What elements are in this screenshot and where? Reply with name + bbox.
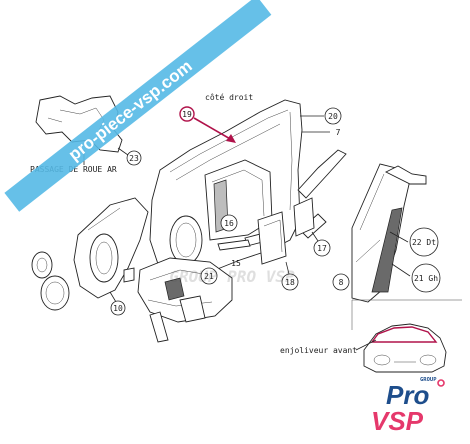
leader-18 bbox=[285, 261, 290, 275]
enjoliveur-label: enjoliveur avant bbox=[280, 346, 357, 355]
callout-17-label: 17 bbox=[317, 244, 327, 253]
callout-23-label: 23 bbox=[129, 154, 139, 163]
callout-22: 22 Dt bbox=[409, 227, 439, 257]
small-bracket-15 bbox=[217, 239, 251, 251]
callout-10: 10 bbox=[110, 300, 126, 316]
callout-23: 23 bbox=[126, 150, 142, 166]
logo-dot-icon bbox=[437, 379, 445, 387]
car-front-illustration bbox=[363, 323, 447, 373]
leader-23 bbox=[117, 147, 129, 156]
cote-droit-label: côté droit bbox=[205, 92, 253, 102]
side-bracket-17 bbox=[293, 197, 315, 237]
leader-10 bbox=[109, 291, 117, 303]
callout-22-label: 22 Dt bbox=[412, 238, 436, 247]
pillar-part bbox=[351, 163, 427, 303]
callout-20: 20 bbox=[324, 107, 342, 125]
callout-20-label: 20 bbox=[328, 112, 338, 121]
callout-21-right-label: 21 Gh bbox=[414, 274, 438, 283]
callout-10-label: 10 bbox=[113, 304, 123, 313]
leader-21-right bbox=[391, 263, 411, 277]
callout-8-label: 8 bbox=[339, 278, 344, 287]
callout-21-left-label: 21 bbox=[204, 272, 214, 281]
center-watermark: GROUP PRO VSP bbox=[169, 267, 295, 286]
small-clip bbox=[123, 267, 135, 283]
plate-18 bbox=[257, 211, 287, 265]
callout-21-left: 21 bbox=[200, 267, 218, 285]
callout-19: 19 bbox=[179, 106, 195, 122]
callout-7-label: 7 bbox=[336, 128, 341, 137]
center-watermark-text: GROUP PRO VSP bbox=[169, 267, 295, 286]
callout-19-label: 19 bbox=[182, 110, 192, 119]
callout-8: 8 bbox=[332, 273, 350, 291]
callout-7: 7 bbox=[336, 128, 341, 137]
logo-group-text: GROUP bbox=[420, 377, 437, 383]
logo-pro-text: Pro bbox=[386, 380, 429, 410]
arrow-19 bbox=[193, 117, 233, 141]
arch-body bbox=[73, 197, 149, 299]
provsp-logo: GROUP Pro VSP bbox=[371, 377, 445, 436]
passage-roue-label: PASSAGE DE ROUE AR bbox=[30, 165, 117, 174]
callout-16: 16 bbox=[220, 214, 238, 232]
callout-16-label: 16 bbox=[224, 219, 234, 228]
callout-18: 18 bbox=[281, 273, 299, 291]
leader-22 bbox=[389, 231, 409, 243]
headlamp-assembly bbox=[31, 251, 70, 311]
leader-enjoliveur bbox=[355, 339, 377, 351]
callout-18-label: 18 bbox=[285, 278, 295, 287]
logo-vsp-text: VSP bbox=[371, 406, 424, 436]
callout-17: 17 bbox=[313, 239, 331, 257]
callout-15-label: 15 bbox=[231, 259, 241, 268]
leader-17 bbox=[311, 231, 319, 242]
arrow-19-head bbox=[226, 134, 236, 143]
callout-21-right: 21 Gh bbox=[411, 263, 441, 293]
callout-15: 15 bbox=[231, 259, 241, 268]
